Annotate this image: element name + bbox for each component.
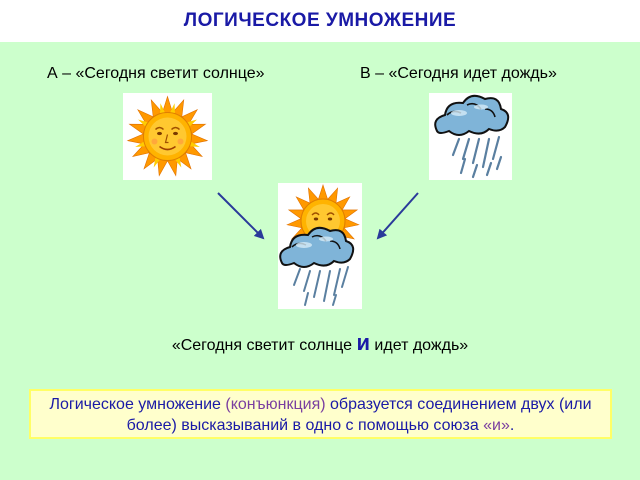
definition-part-1: Логическое умножение (49, 396, 226, 413)
rain-picture (429, 93, 512, 180)
page-title: ЛОГИЧЕСКОЕ УМНОЖЕНИЕ (183, 10, 457, 31)
result-part-1: «Сегодня светит солнце (171, 337, 357, 354)
definition-part-2: образуется соединением двух (или более) … (126, 396, 592, 434)
sun-picture (123, 93, 212, 180)
statement-b: В – «Сегодня идет дождь» (360, 65, 557, 82)
conjunction-statement: «Сегодня светит солнце и идет дождь» (0, 330, 640, 356)
result-part-2: идет дождь» (369, 337, 469, 354)
definition-conjunction: «и» (483, 417, 510, 434)
sun-and-rain-picture (278, 183, 362, 309)
statement-a: А – «Сегодня светит солнце» (47, 65, 265, 82)
arrow-icon (217, 192, 265, 240)
sun-icon (126, 95, 209, 177)
result-conjunction: и (356, 330, 370, 355)
definition-box: Логическое умножение (конъюнкция) образу… (29, 389, 612, 439)
definition-term: (конъюнкция) (225, 396, 326, 413)
header: ЛОГИЧЕСКОЕ УМНОЖЕНИЕ (0, 0, 640, 42)
definition-part-3: . (509, 417, 515, 434)
rain-cloud-icon (434, 94, 510, 179)
rain-cloud-icon (279, 226, 355, 306)
arrow-icon (376, 192, 419, 240)
